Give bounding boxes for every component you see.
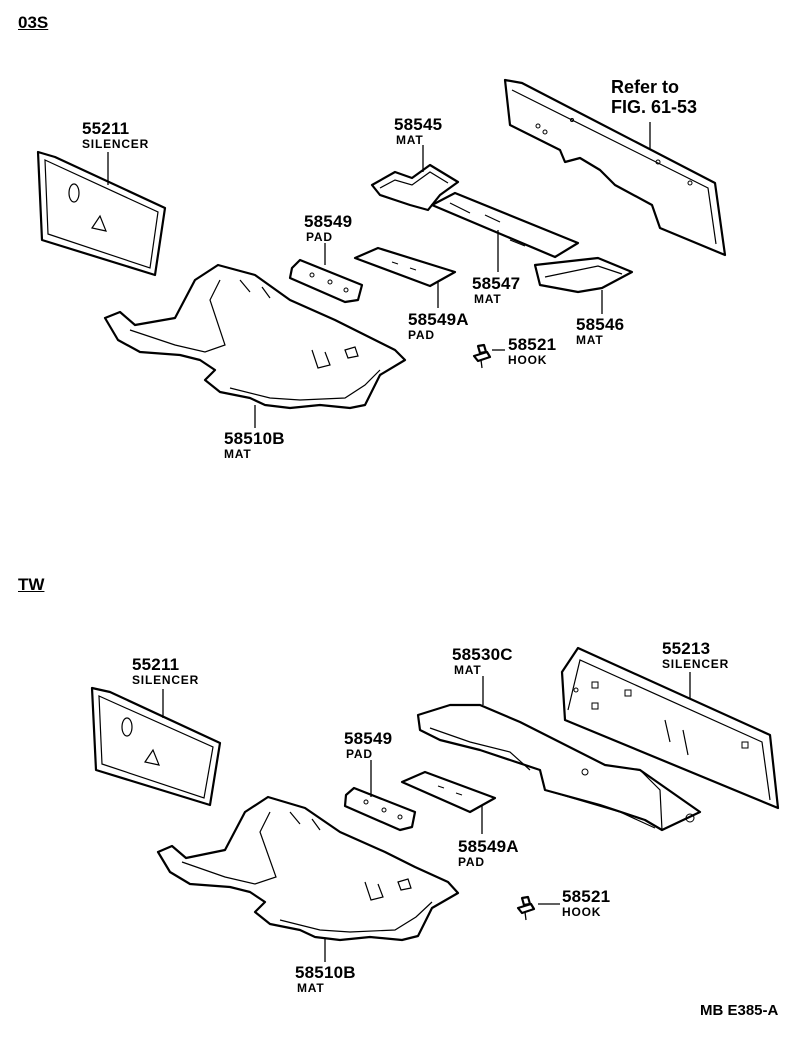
callout-name: PAD	[306, 230, 333, 244]
mat-58545-part	[370, 163, 460, 212]
hook-58521-part-03s	[472, 343, 492, 369]
pad-58549a-part-03s	[353, 246, 457, 288]
callout-name: HOOK	[562, 905, 602, 919]
callout-number: 58549	[344, 729, 393, 748]
pad-58549-part-03s	[288, 258, 364, 304]
callout-number: 58546	[576, 315, 625, 334]
silencer-55211-part-03s	[36, 150, 167, 277]
diagram-code: MB E385-A	[700, 1002, 779, 1019]
callout-number: 58549A	[458, 837, 519, 856]
silencer-reference-panel-part	[503, 78, 727, 257]
callout-name: MAT	[576, 333, 604, 347]
callout-name: MAT	[224, 447, 252, 461]
pad-58549-part-tw	[343, 786, 417, 832]
callout-number: 58510B	[224, 429, 285, 448]
callout-number: 55211	[132, 655, 180, 674]
callout-name: MAT	[454, 663, 482, 677]
reference-note-line1: Refer to	[611, 77, 680, 97]
callout-number: 58521	[562, 887, 611, 906]
silencer-55213-part	[560, 646, 780, 810]
callout-number: 58530C	[452, 645, 513, 664]
callout-name: HOOK	[508, 353, 548, 367]
callout-name: SILENCER	[82, 137, 150, 151]
leader-lines	[107, 122, 691, 962]
callout-number: 58549A	[408, 310, 469, 329]
reference-note-line2: FIG. 61-53	[611, 97, 698, 117]
hook-58521-part-tw	[516, 895, 536, 921]
callout-name: PAD	[346, 747, 373, 761]
section-label-03s: 03S	[18, 13, 49, 32]
callout-number: 58510B	[295, 963, 356, 982]
callout-number: 58549	[304, 212, 353, 231]
callout-number: 55211	[82, 119, 130, 138]
mat-58547-part	[430, 191, 580, 259]
callout-number: 58521	[508, 335, 557, 354]
callout-number: 58545	[394, 115, 443, 134]
mat-58510b-part-03s	[103, 263, 407, 410]
callout-name: PAD	[458, 855, 485, 869]
callout-number: 58547	[472, 274, 521, 293]
callout-name: SILENCER	[132, 673, 200, 687]
pad-58549a-part-tw	[400, 770, 497, 814]
callout-name: MAT	[297, 981, 325, 995]
mat-58530c-part	[416, 703, 702, 832]
mat-58546-part	[533, 256, 634, 294]
callout-name: MAT	[396, 133, 424, 147]
section-label-tw: TW	[18, 575, 45, 594]
callout-name: PAD	[408, 328, 435, 342]
mat-58510b-part-tw	[156, 795, 460, 942]
callout-number: 55213	[662, 639, 711, 658]
silencer-55211-part-tw	[90, 686, 222, 807]
callout-name: SILENCER	[662, 657, 730, 671]
callout-name: MAT	[474, 292, 502, 306]
